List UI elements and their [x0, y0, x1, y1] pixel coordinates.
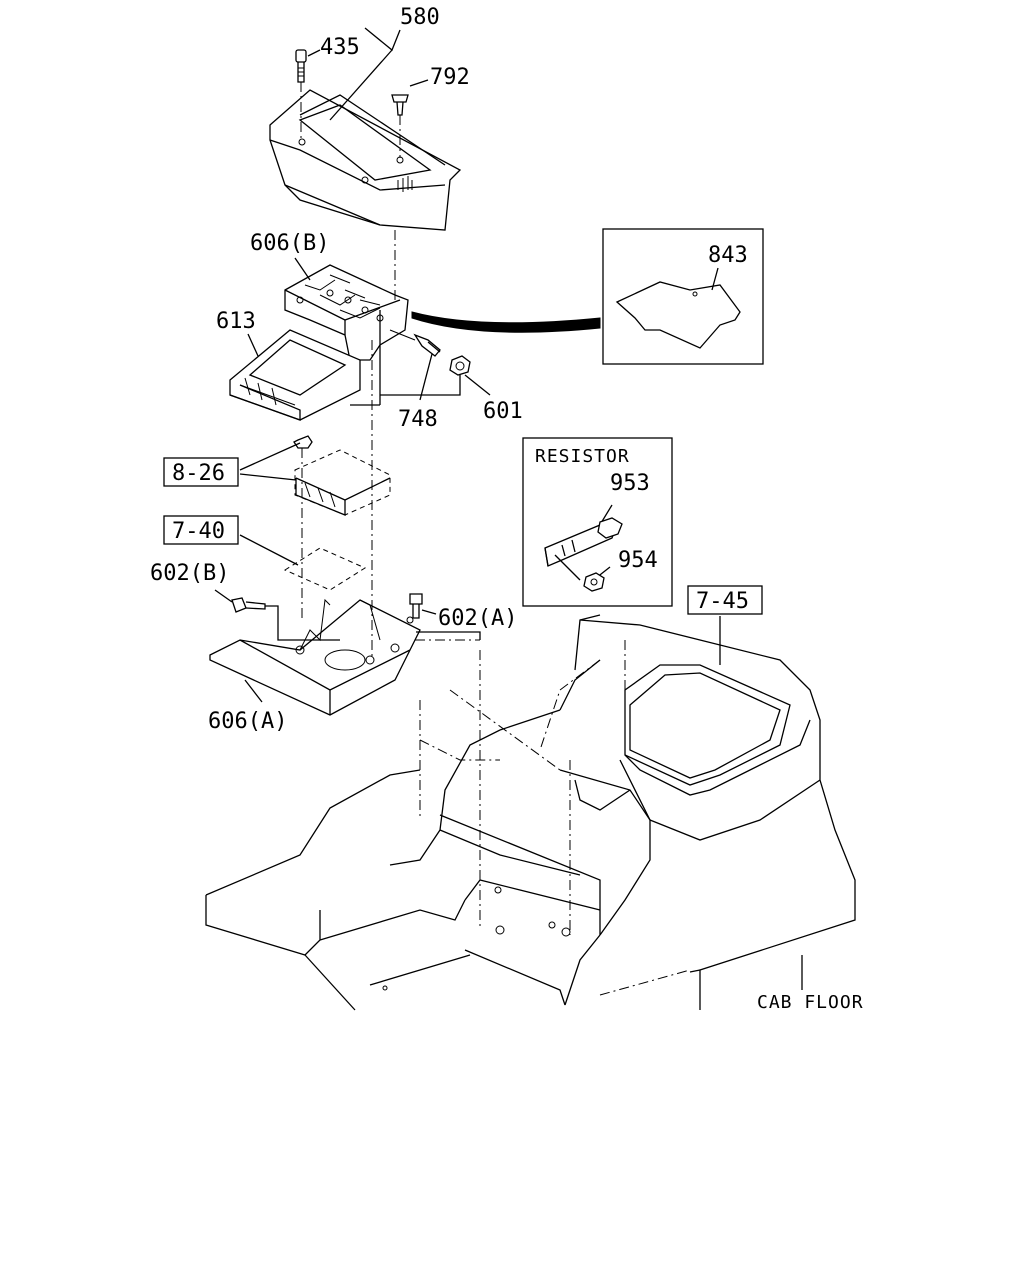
- ref-745[interactable]: 7-45: [687, 585, 763, 615]
- resistor-title: RESISTOR: [535, 446, 630, 467]
- callout-602b: 602(B): [150, 561, 229, 586]
- callout-580: 580: [400, 5, 440, 30]
- part-740-plate: [283, 547, 367, 591]
- inset-resistor-box: [522, 437, 673, 607]
- part-435-bolt: [295, 49, 307, 140]
- callout-606a: 606(A): [208, 709, 287, 734]
- cab-floor-label: CAB FLOOR: [757, 992, 864, 1013]
- part-606a-bracket: [209, 340, 421, 716]
- ref-826[interactable]: 8-26: [163, 457, 239, 487]
- part-606b-bracket: [284, 230, 409, 361]
- callout-954: 954: [618, 548, 658, 573]
- callout-606b: 606(B): [250, 231, 329, 256]
- callout-843: 843: [708, 243, 748, 268]
- part-792-clip: [391, 94, 409, 158]
- part-580-cover: [269, 89, 462, 231]
- leader-lines: [214, 27, 803, 990]
- callout-435: 435: [320, 35, 360, 60]
- part-613-ecu: [229, 310, 381, 421]
- inset-843-box: [602, 228, 764, 365]
- part-602b-bolt: [231, 597, 340, 641]
- ref-740-label: 7-40: [172, 519, 225, 544]
- callout-792: 792: [430, 65, 470, 90]
- callout-748: 748: [398, 407, 438, 432]
- part-601-nut: [380, 355, 471, 396]
- callout-953: 953: [610, 471, 650, 496]
- ref-740[interactable]: 7-40: [163, 515, 239, 545]
- part-748-bolt: [389, 329, 441, 357]
- callout-613: 613: [216, 309, 256, 334]
- part-602a-bolt: [409, 593, 481, 640]
- callout-601: 601: [483, 399, 523, 424]
- callout-labels: 580 435 792 606(B) 843 613 748 601 RESIS…: [150, 5, 864, 1013]
- cab-floor-drawing: [205, 614, 856, 1011]
- ref-826-label: 8-26: [172, 461, 225, 486]
- part-826-module: [293, 435, 391, 620]
- callout-602a: 602(A): [438, 606, 517, 631]
- ref-745-label: 7-45: [696, 589, 749, 614]
